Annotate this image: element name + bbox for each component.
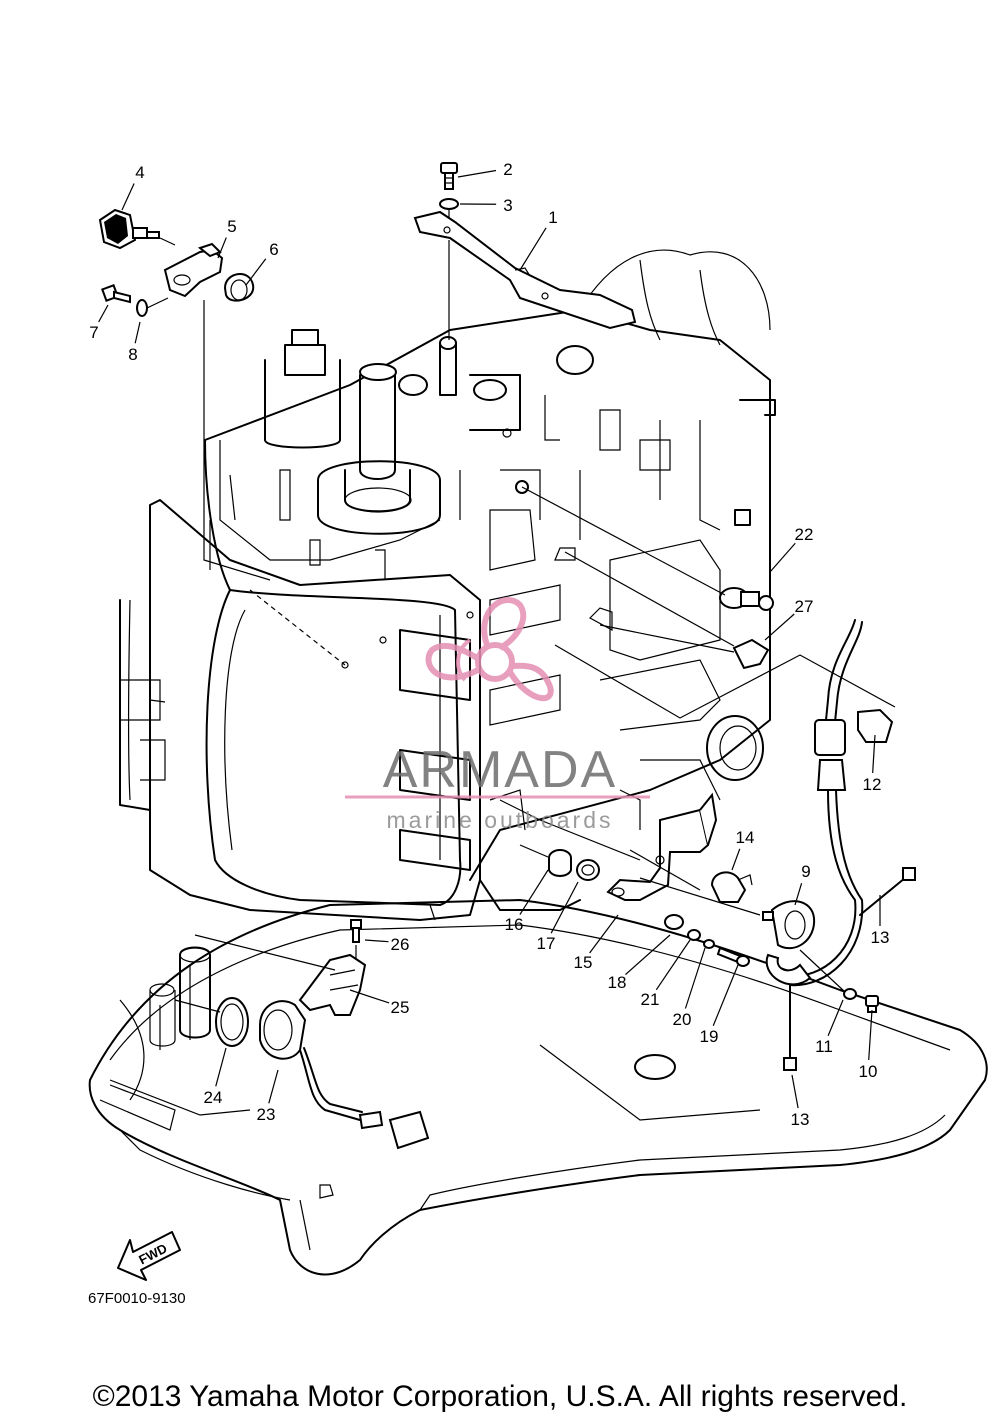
part-bolt-2 [440, 162, 458, 190]
part-clamp-27 [732, 638, 770, 670]
callout-19: 19 [700, 1027, 719, 1046]
callout-leader-21 [655, 939, 691, 991]
callout-16: 16 [505, 915, 524, 934]
part-sensor-14 [710, 871, 747, 903]
part-screw-10 [865, 995, 879, 1013]
callout-leader-27 [764, 613, 795, 641]
part-harness [789, 619, 864, 987]
callout-8: 8 [128, 345, 137, 364]
callout-3: 3 [503, 196, 512, 215]
watermark-brand: ARMADA [383, 741, 617, 799]
callout-labels: 1234567891011121313141516171819202122232… [89, 160, 889, 1129]
callout-leader-15 [589, 914, 619, 954]
callout-leader-4 [121, 183, 135, 211]
fwd-arrow-icon: FWD [117, 1231, 181, 1281]
callout-17: 17 [537, 934, 556, 953]
callout-14: 14 [736, 828, 755, 847]
callout-leader-5 [217, 237, 227, 259]
callout-leader-6 [245, 258, 267, 286]
armada-watermark: ARMADA marine outboards [345, 597, 650, 833]
callout-13b: 13 [791, 1110, 810, 1129]
part-tie-13a [859, 877, 906, 916]
callout-12: 12 [863, 775, 882, 794]
callout-leader-24 [215, 1047, 227, 1087]
callout-20: 20 [673, 1010, 692, 1029]
part-screw-19 [716, 946, 750, 967]
callout-5: 5 [227, 217, 236, 236]
callout-leader-14 [731, 848, 741, 871]
callout-26: 26 [391, 935, 410, 954]
callout-leader-1 [519, 227, 547, 271]
part-screw-7 [101, 284, 131, 304]
part-grommet-17 [576, 859, 600, 881]
diagram-code: 67F0010-9130 [88, 1290, 186, 1307]
part-washer-11 [843, 988, 857, 1000]
callout-leader-12 [872, 734, 876, 774]
callout-leader-7 [98, 304, 109, 323]
callout-leader-17 [550, 881, 579, 934]
part-washer-18 [664, 914, 684, 930]
callout-10: 10 [859, 1062, 878, 1081]
callout-leader-25 [349, 989, 390, 1004]
propeller-logo-icon [425, 597, 554, 701]
callout-leader-26 [364, 939, 389, 943]
callout-leader-13b [791, 1074, 799, 1109]
copyright-notice: ©2013 Yamaha Motor Corporation, U.S.A. A… [92, 1380, 908, 1413]
part-washer-21 [687, 929, 701, 941]
part-washer-20 [703, 939, 715, 949]
part-collar-16 [548, 849, 572, 877]
callout-leader-18 [625, 934, 671, 975]
callout-25: 25 [391, 998, 410, 1017]
callout-24: 24 [204, 1088, 223, 1107]
bottom-cowling [88, 899, 988, 1276]
callout-leader-19 [712, 964, 739, 1026]
callout-13: 13 [871, 928, 890, 947]
callout-leader-23 [268, 1069, 279, 1104]
callout-21: 21 [641, 990, 660, 1009]
callout-leader-8 [134, 321, 141, 344]
part-sender-4 [98, 208, 160, 250]
part-sensor-22 [719, 587, 774, 611]
part-clip-5 [163, 248, 224, 298]
callout-leader-16 [519, 869, 549, 915]
callout-4: 4 [135, 163, 144, 182]
part-oring-24 [215, 997, 249, 1047]
callout-7: 7 [89, 323, 98, 342]
callout-leader-9 [794, 882, 803, 906]
callout-18: 18 [608, 973, 627, 992]
part-washer-8 [136, 299, 148, 317]
callout-leader-10 [868, 1009, 873, 1061]
part-switch-23 [259, 1000, 430, 1150]
callout-23: 23 [257, 1105, 276, 1124]
callout-6: 6 [269, 240, 278, 259]
callout-22: 22 [795, 525, 814, 544]
callout-9: 9 [801, 862, 810, 881]
callout-15: 15 [574, 953, 593, 972]
part-grommet-6 [223, 273, 255, 302]
part-clip-12 [857, 708, 894, 743]
part-bracket-25 [298, 953, 367, 1016]
callout-2: 2 [503, 160, 512, 179]
callout-1: 1 [548, 208, 557, 227]
parts [98, 162, 916, 1150]
callout-27: 27 [795, 597, 814, 616]
part-washer-3 [439, 198, 459, 210]
callout-leader-2 [457, 169, 497, 178]
callout-leader-20 [684, 947, 706, 1009]
part-sensor-9 [762, 900, 816, 986]
callout-11: 11 [815, 1037, 833, 1056]
watermark-tagline: marine outboards [387, 807, 614, 833]
callout-leader-22 [769, 542, 796, 573]
part-screw-26 [350, 919, 362, 943]
part-bracket-1 [413, 210, 637, 330]
callout-leader-11 [827, 999, 844, 1036]
